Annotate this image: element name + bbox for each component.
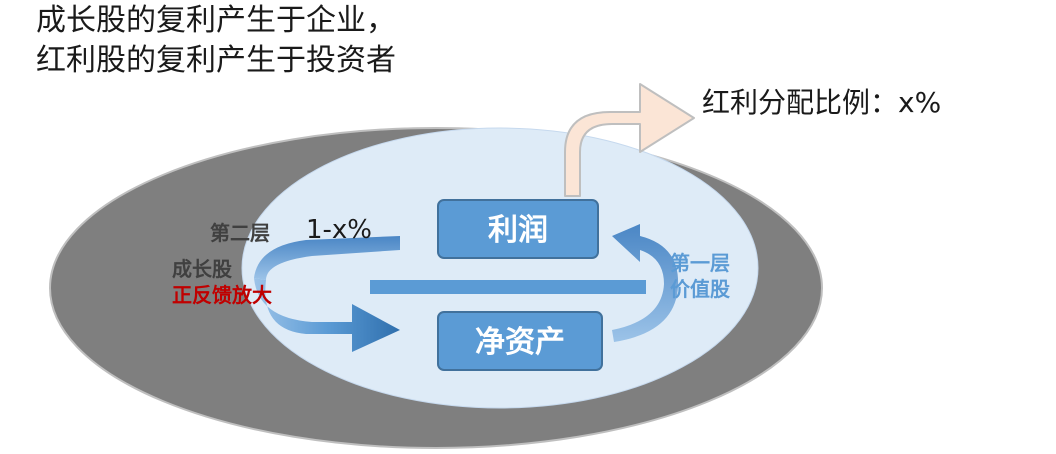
profit-label: 利润 bbox=[488, 213, 548, 248]
layer-two-arrow-band bbox=[370, 280, 646, 294]
layer-two-heading: 第二层 bbox=[210, 221, 270, 245]
layer-one-arrow bbox=[612, 224, 679, 342]
feedback-label: 正反馈放大 bbox=[172, 283, 272, 307]
layer-two-arrow-head bbox=[254, 278, 400, 352]
net-assets-label: 净资产 bbox=[475, 325, 565, 360]
layer-one-heading: 第一层 bbox=[670, 251, 730, 275]
layer-two-arrow-top bbox=[254, 236, 400, 280]
retained-ratio-label: 1-x% bbox=[306, 215, 372, 245]
dividend-arrow bbox=[564, 83, 695, 197]
title-line-1: 成长股的复利产生于企业， bbox=[36, 3, 396, 38]
layer-one-type: 价值股 bbox=[670, 277, 730, 301]
profit-box bbox=[437, 199, 599, 259]
title-line-2: 红利股的复利产生于投资者 bbox=[36, 43, 396, 78]
growth-stock-label: 成长股 bbox=[172, 257, 232, 281]
dividend-label: 红利分配比例：x% bbox=[702, 86, 941, 119]
net-assets-box bbox=[437, 311, 603, 371]
